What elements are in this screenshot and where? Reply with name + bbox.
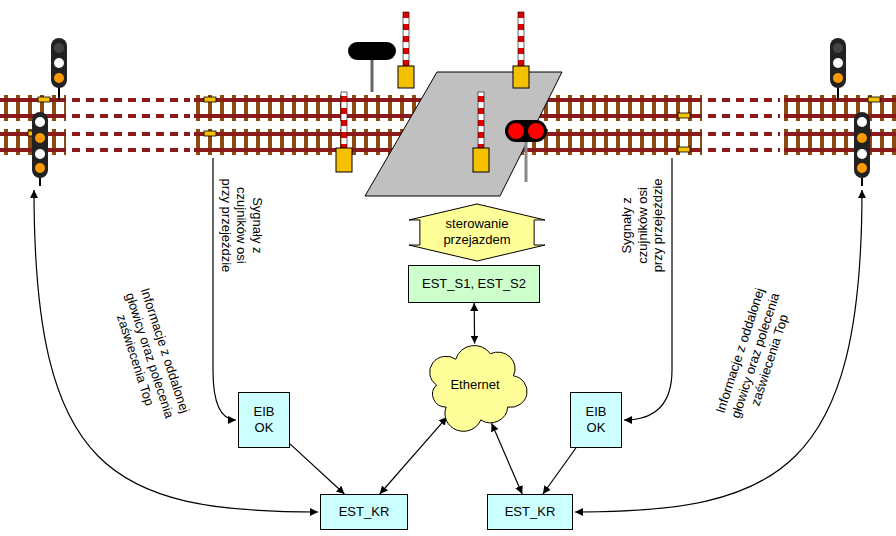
barrier-pole [478,92,484,150]
double-arrow-outline [409,204,545,261]
signal-lamp [833,58,843,68]
rail [784,148,896,152]
wire-label: Informacje z oddalonej głowicy oraz pole… [105,276,196,433]
red-light [528,123,544,139]
railway-signal [854,112,870,186]
signal-lamp [857,149,867,159]
connector-arrow [474,303,476,344]
road-sign [348,42,396,60]
barrier-drive [513,66,529,88]
rail-dashed [708,114,780,118]
sleepers [784,95,896,121]
controller-box: EST_KR [487,494,573,530]
signal-head [830,38,846,88]
interface-box: EIB OK [570,392,622,448]
cloud-outline [430,346,527,432]
rail-dashed [708,132,780,136]
sign-post [371,60,374,92]
signal-lamp [857,133,867,143]
signal-post [525,142,528,182]
signal-lamp [35,149,45,159]
barrier-pole [341,92,347,150]
railway-signal [830,38,846,100]
barrier-drive [336,148,352,172]
road [365,72,562,196]
signal-head [32,112,48,178]
connector-arrow [290,444,344,494]
signal-wire [575,190,862,512]
signal-head [854,112,870,178]
signal-mast [837,86,839,100]
rail [0,98,66,102]
signal-lamp [833,43,843,53]
node-text: EIB OK [581,404,611,437]
axle-counter [204,131,216,136]
signal-lamp [833,73,843,83]
rail-dashed [708,98,780,102]
connector-arrow [380,417,447,494]
rail [784,114,896,118]
sleepers [784,129,896,155]
signal-lamp [54,43,64,53]
signal-lamp [35,163,45,173]
controller-box: EST_KR [320,494,408,530]
signal-lamp [857,117,867,127]
node-text: EST_KR [505,504,556,520]
connector-arrow [492,423,523,494]
barrier-drive [398,66,414,88]
node-text: EST_S1, EST_S2 [422,276,526,292]
signal-mast [58,86,60,100]
axle-counter [38,97,50,102]
signal-wire [34,190,318,512]
network-cloud: Ethernet [427,339,523,431]
signal-lamp [35,133,45,143]
node-text: Ethernet [450,377,499,393]
rail-dashed [72,148,190,152]
control-arrow: sterowanie przejazdem [409,204,545,261]
signal-lamp [54,73,64,83]
barrier-pole [403,12,409,70]
node-text: EIB OK [249,404,279,437]
axle-counter [204,97,216,102]
rail-dashed [708,148,780,152]
axle-counter [678,147,690,152]
wire-label: Sygnały z czujników osi przy przejeździe [219,175,266,275]
rail [784,132,896,136]
node-text: EST_KR [339,504,390,520]
signal-head [51,38,67,88]
axle-counter [868,97,880,102]
signal-wires [34,158,862,512]
rail-dashed [72,132,190,136]
rail-dashed [72,98,190,102]
node-text: sterowanie przejazdem [432,216,522,249]
barrier-drive [473,148,489,172]
railway-signal [51,38,67,100]
signal-lamp [857,163,867,173]
connector-arrow [543,448,576,494]
rail [784,98,896,102]
barrier-pole [518,12,524,70]
wire-label: Sygnały z czujników osi przy przejeździe [619,175,666,275]
interface-box: EIB OK [238,392,290,448]
road-signal [505,120,547,142]
wire-label: Informacje z oddalonej głowicy oraz pole… [710,276,801,433]
rail-dashed [72,114,190,118]
barriers [336,12,529,172]
signal-lamp [35,117,45,127]
axle-counter [678,113,690,118]
signal-lamp [54,58,64,68]
controller-box: EST_S1, EST_S2 [408,265,540,303]
railway-signal [32,112,48,186]
red-light [508,123,524,139]
